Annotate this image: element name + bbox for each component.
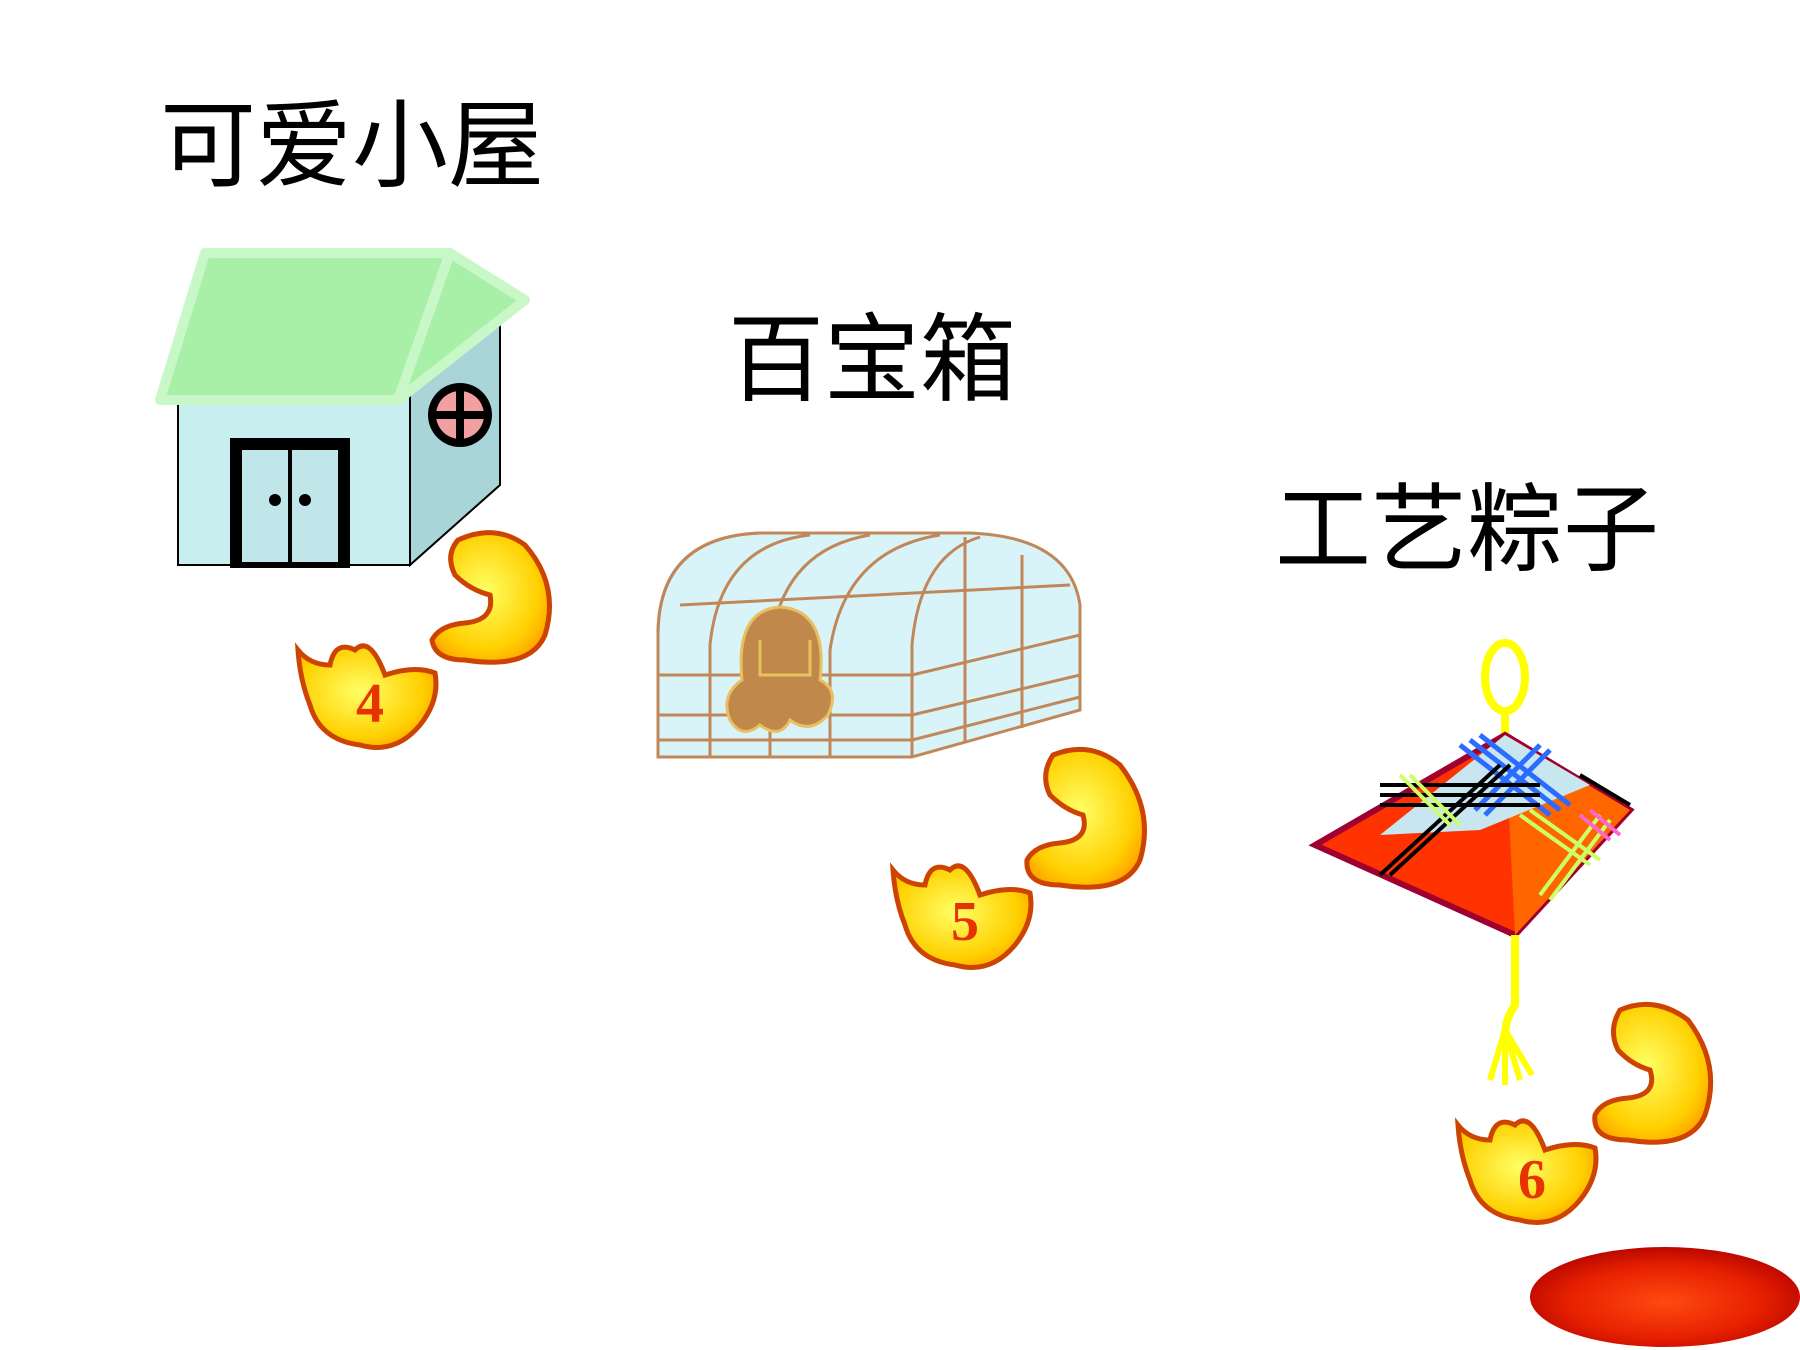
red-disc-icon[interactable] bbox=[1525, 1245, 1800, 1350]
gold-ingot-icon[interactable]: 5 bbox=[885, 745, 1155, 985]
ingot-number-6: 6 bbox=[1518, 1149, 1546, 1211]
house-icon[interactable] bbox=[150, 235, 530, 575]
treasure-chest-icon[interactable] bbox=[650, 525, 1085, 770]
ingot-number-5: 5 bbox=[951, 891, 979, 953]
gold-ingot-icon[interactable]: 4 bbox=[290, 515, 560, 755]
ingot-number-4: 4 bbox=[356, 673, 384, 735]
title-treasure-chest: 百宝箱 bbox=[728, 304, 1016, 416]
gold-ingot-icon[interactable]: 6 bbox=[1450, 1000, 1725, 1240]
title-cute-house: 可爱小屋 bbox=[160, 90, 544, 202]
title-craft-zongzi: 工艺粽子 bbox=[1275, 474, 1659, 586]
zongzi-icon[interactable] bbox=[1300, 635, 1640, 1115]
